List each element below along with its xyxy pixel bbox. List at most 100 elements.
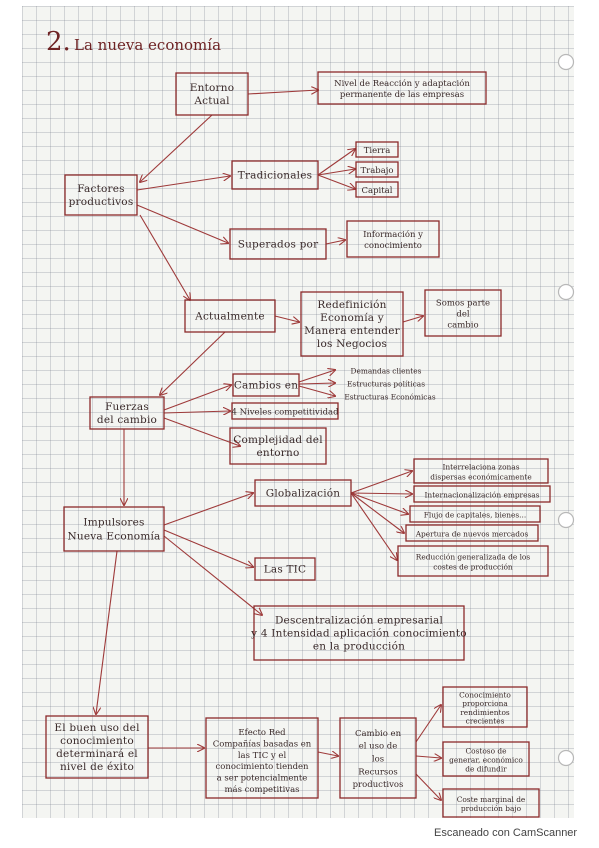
- node-label: Superados por: [238, 239, 319, 251]
- node-label: nivel de éxito: [60, 761, 134, 773]
- node-label: del cambio: [97, 414, 157, 426]
- node-label: conocimiento: [364, 241, 422, 251]
- node-label: Descentralización empresarial: [275, 615, 444, 627]
- node-box: [253, 605, 465, 661]
- arrow-tradicionales-capital: [317, 174, 355, 189]
- arrow-fuerzas-niveles: [163, 411, 230, 413]
- node-label: Entorno: [190, 82, 234, 94]
- node-label: Apertura de nuevos mercados: [415, 530, 529, 539]
- node-label: Economía y: [320, 312, 384, 324]
- node-label: Costoso de: [465, 747, 506, 756]
- binder-hole: [557, 283, 575, 301]
- node-label: cambio: [447, 321, 478, 331]
- arrow-actualmente-redefinicion: [274, 315, 299, 322]
- node-box: [232, 373, 300, 397]
- arrow-fuerzas-cambios-en: [163, 385, 231, 411]
- node-label: más competitivas: [224, 784, 299, 795]
- node-nivel: Nivel de Reacción y adaptaciónpermanente…: [317, 71, 487, 105]
- node-label: Factores: [77, 183, 124, 195]
- node-label: Coste marginal de: [457, 795, 526, 804]
- node-box: [300, 291, 404, 357]
- node-box: [409, 505, 541, 523]
- node-label: Impulsores: [83, 517, 144, 529]
- node-box: [89, 396, 165, 430]
- node-label: crecientes: [466, 717, 505, 726]
- node-label: Somos parte: [436, 299, 490, 309]
- page-title: La nueva economía: [74, 36, 221, 54]
- node-box: [254, 557, 316, 581]
- node-box: [229, 427, 327, 465]
- node-label: Tierra: [364, 146, 391, 156]
- node-box: [355, 181, 399, 198]
- arrow-superados-informacion: [325, 240, 345, 244]
- title-number: 2.: [46, 27, 71, 57]
- arrow-factores-tradicionales: [136, 176, 230, 191]
- node-label: Actualmente: [194, 311, 265, 323]
- arrow-entorno-nivel: [247, 90, 318, 95]
- arrow-glob-reduccion: [350, 492, 397, 560]
- node-label: Actual: [193, 95, 230, 107]
- node-label: Globalización: [266, 488, 341, 500]
- node-label: Flujo de capitales, bienes...: [424, 511, 526, 520]
- arrow-cambio-costoso: [415, 756, 441, 758]
- node-box: [442, 741, 530, 777]
- node-label: Complejidad del: [233, 434, 323, 446]
- node-label: los: [372, 755, 384, 765]
- node-label: productivos: [69, 196, 134, 208]
- node-label: rendimientos: [460, 708, 510, 717]
- node-label: generar, económico: [449, 756, 523, 765]
- node-label: Manera entender: [304, 325, 401, 337]
- arrow-impulsores-buen-uso: [96, 550, 118, 714]
- node-label: las TIC y el: [238, 751, 287, 761]
- node-label: Capital: [362, 186, 393, 196]
- arrow-impulsores-descentralizacion: [163, 535, 262, 615]
- node-box: [405, 524, 539, 542]
- node-label: Información y: [363, 229, 423, 240]
- node-label: los Negocios: [317, 338, 387, 350]
- node-box: [355, 141, 399, 158]
- node-box: [424, 289, 502, 337]
- arrow-redefinicion-somos: [402, 316, 423, 323]
- arrow-cambio-conocimiento: [415, 705, 441, 743]
- node-label: 4 Niveles competitividad: [231, 408, 339, 418]
- arrow-fuerzas-complejidad: [163, 417, 240, 446]
- node-box: [442, 788, 540, 818]
- arrow-entorno-factores: [140, 114, 213, 182]
- node-label: conocimiento tienden: [215, 762, 309, 772]
- node-label: Tradicionales: [238, 170, 313, 182]
- node-demandas: Demandas clientes: [351, 367, 422, 376]
- binder-holes: [557, 53, 575, 767]
- node-box: [229, 228, 327, 260]
- node-label: Interrelaciona zonas: [442, 463, 519, 472]
- node-label: el uso de: [359, 742, 398, 752]
- arrow-factores-superados: [136, 204, 228, 243]
- node-label: Redefinición: [317, 299, 386, 311]
- arrow-cambios-politicas: [298, 383, 335, 384]
- node-box: [231, 402, 339, 420]
- node-box: [317, 71, 487, 105]
- node-box: [45, 715, 149, 779]
- node-label: Nivel de Reacción y adaptación: [334, 78, 470, 89]
- node-box: [175, 72, 249, 116]
- node-label: Efecto Red: [238, 728, 286, 738]
- node-box: [231, 160, 319, 190]
- arrow-impulsores-tic: [163, 529, 253, 567]
- arrow-impulsores-globalizacion: [163, 493, 253, 526]
- node-box: [339, 717, 417, 799]
- node-label: Conocimiento: [459, 690, 511, 699]
- node-label: Estructuras políticas: [347, 380, 425, 389]
- node-box: [397, 545, 549, 577]
- grid-notebook-sheet: [22, 6, 574, 818]
